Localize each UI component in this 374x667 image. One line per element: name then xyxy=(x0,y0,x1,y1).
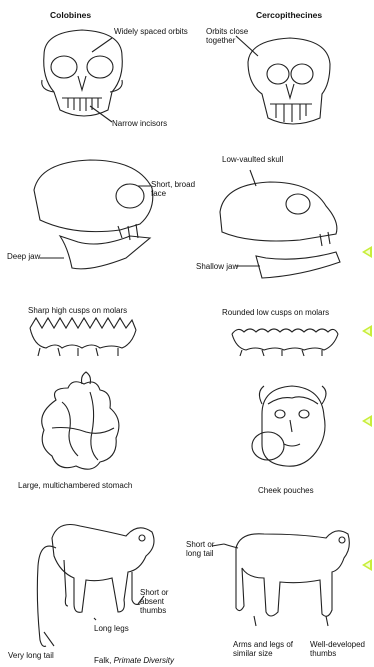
pointer-arrow-2 xyxy=(362,325,372,337)
cercopithecine-skull-front xyxy=(248,38,330,124)
colobine-skull-side xyxy=(34,160,153,269)
label-rounded-cusps: Rounded low cusps on molars xyxy=(222,308,329,317)
stomach-drawing xyxy=(42,372,119,469)
label-arms-legs-similar: Arms and legs of similar size xyxy=(233,640,303,658)
colobine-molars xyxy=(30,318,136,356)
colobine-skull-front xyxy=(42,30,123,116)
label-sharp-cusps: Sharp high cusps on molars xyxy=(28,306,127,315)
label-widely-spaced-orbits: Widely spaced orbits xyxy=(114,27,194,36)
label-low-vaulted-skull: Low-vaulted skull xyxy=(222,155,283,164)
pointer-arrow-4 xyxy=(362,559,372,571)
label-orbits-close-together: Orbits close together xyxy=(206,27,266,45)
credit-title: Primate Diversity xyxy=(114,656,174,665)
pointer-arrow-3 xyxy=(362,415,372,427)
label-long-legs: Long legs xyxy=(94,624,129,633)
label-deep-jaw: Deep jaw xyxy=(7,252,40,261)
cercopithecine-body xyxy=(212,531,349,626)
label-cheek-pouches: Cheek pouches xyxy=(258,486,314,495)
label-shallow-jaw: Shallow jaw xyxy=(196,262,238,271)
credit-author: Falk, xyxy=(94,656,111,665)
label-narrow-incisors: Narrow incisors xyxy=(112,119,167,128)
cercopithecine-molars xyxy=(232,329,338,356)
label-well-developed-thumbs: Well-developed thumbs xyxy=(310,640,372,658)
cheek-pouch-head xyxy=(252,386,326,466)
label-very-long-tail: Very long tail xyxy=(8,651,54,660)
label-short-long-tail: Short or long tail xyxy=(186,540,226,558)
pointer-arrow-1 xyxy=(362,246,372,258)
label-short-absent-thumbs: Short or absent thumbs xyxy=(140,588,188,615)
label-short-broad-face: Short, broad face xyxy=(151,180,197,198)
label-stomach: Large, multichambered stomach xyxy=(18,481,132,490)
credit: Falk, Primate Diversity xyxy=(94,656,174,665)
